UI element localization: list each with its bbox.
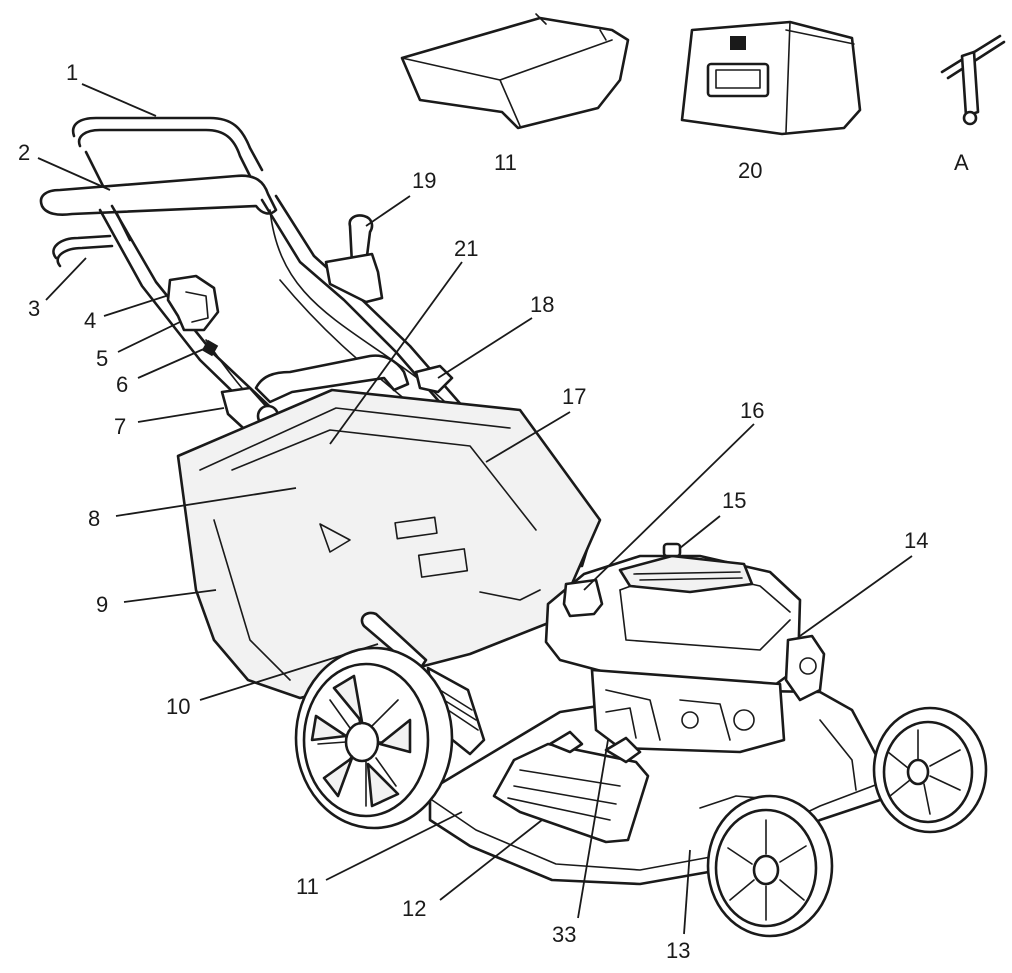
- callout-5: 5: [96, 346, 109, 371]
- callout-7: 7: [114, 414, 127, 439]
- callout-17: 17: [562, 384, 587, 409]
- callout-15: 15: [722, 488, 747, 513]
- grass-bag-illustration: [680, 20, 862, 136]
- callout-1: 1: [66, 60, 79, 85]
- callout-14: 14: [904, 528, 929, 553]
- callout-3: 3: [28, 296, 41, 321]
- callout-19: 19: [412, 168, 437, 193]
- t-wrench-illustration: [940, 34, 1006, 126]
- front-wheel-right-illustration: [872, 706, 988, 834]
- callout-21: 21: [454, 236, 479, 261]
- callout-8: 8: [88, 506, 101, 531]
- engine-illustration: [544, 542, 826, 754]
- mulching-plug-illustration: [400, 13, 630, 130]
- callout-16: 16: [740, 398, 765, 423]
- callout-18: 18: [530, 292, 555, 317]
- callout-11-mulching-plug: 11: [494, 150, 517, 175]
- callout-10: 10: [166, 694, 191, 719]
- grass-catcher-illustration: [176, 354, 602, 700]
- callout-9: 9: [96, 592, 109, 617]
- side-discharge-flap-illustration: [492, 730, 650, 844]
- callout-20: 20: [738, 158, 763, 183]
- callout-A: A: [954, 150, 969, 175]
- callout-11-deck: 11: [296, 874, 319, 899]
- callout-33: 33: [552, 922, 577, 947]
- callout-2: 2: [18, 140, 31, 165]
- callout-12: 12: [402, 896, 427, 921]
- rear-wheel-illustration: [294, 646, 454, 830]
- callout-13: 13: [666, 938, 691, 963]
- callout-4: 4: [84, 308, 97, 333]
- front-wheel-left-illustration: [706, 794, 834, 938]
- callout-6: 6: [116, 372, 129, 397]
- leader-lines: [37, 83, 913, 935]
